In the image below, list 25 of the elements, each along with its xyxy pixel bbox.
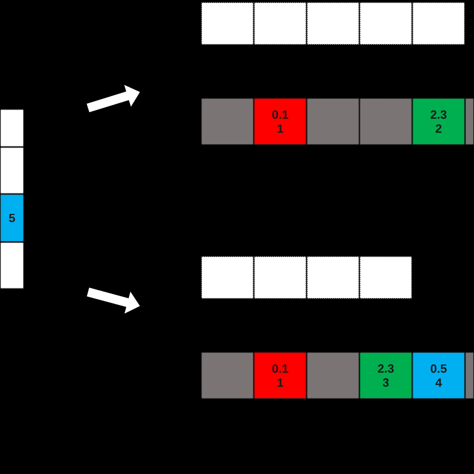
array-cell [201, 256, 254, 299]
array-cell: 0.5 4 [412, 352, 465, 399]
array-cell [306, 2, 360, 45]
array-cell: 0.1 1 [254, 98, 307, 145]
array-cell [0, 242, 24, 289]
array-cell [306, 98, 360, 145]
array-cell [201, 2, 254, 45]
array-cell [359, 2, 412, 45]
array-cell: 5 [0, 194, 24, 242]
array-cell [254, 2, 307, 45]
array-cell [465, 352, 474, 399]
array-cell: 0.1 1 [254, 352, 307, 399]
array-cell [359, 256, 412, 299]
array-cell [412, 2, 465, 45]
array-cell [0, 109, 24, 147]
array-cell [465, 98, 474, 145]
array-cell: 2.3 3 [359, 352, 412, 399]
array-cell [201, 352, 254, 399]
array-cell [306, 256, 360, 299]
array-cell [359, 98, 412, 145]
array-cell [254, 256, 307, 299]
array-cell [201, 98, 254, 145]
array-cell [0, 147, 24, 194]
array-cell: 2.3 2 [412, 98, 465, 145]
array-cell [306, 352, 360, 399]
